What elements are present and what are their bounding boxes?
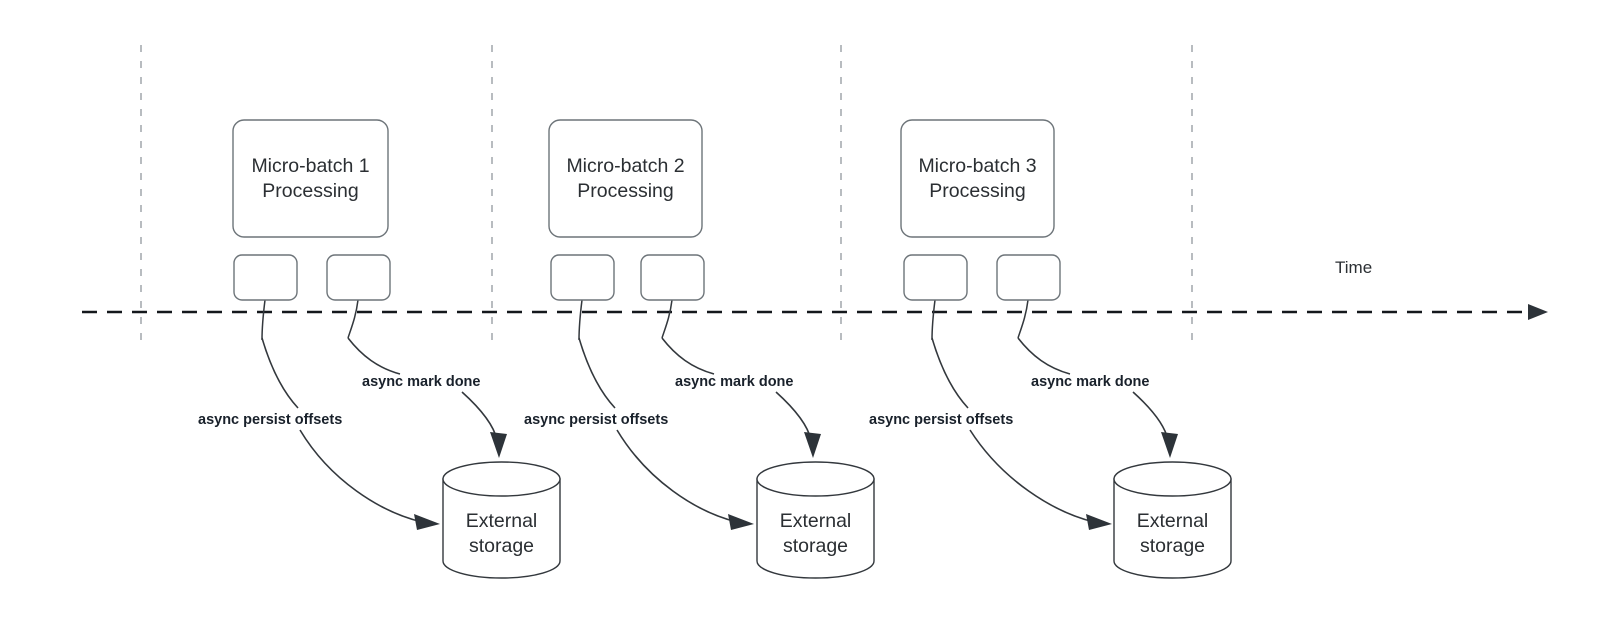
persist-offsets-label-2: async persist offsets <box>524 412 668 428</box>
tick-connector-persist-2 <box>578 299 583 341</box>
mark-done-arrowhead-1 <box>490 432 507 458</box>
persist-offsets-arrowhead-3 <box>1086 514 1112 530</box>
external-storage-label-1-line1: External <box>466 510 538 532</box>
micro-batch-box-2[interactable] <box>548 119 703 238</box>
mark-done-arrowhead-3 <box>1161 432 1178 458</box>
tick-connector-mark-2 <box>661 299 673 339</box>
external-storage-label-1-line2: storage <box>469 535 534 557</box>
tick-box-mark-2[interactable] <box>640 254 705 301</box>
persist-offsets-arrow-2b <box>616 429 738 523</box>
external-storage-cylinder-2[interactable] <box>756 461 875 579</box>
micro-batch-box-3[interactable] <box>900 119 1055 238</box>
persist-offsets-arrowhead-1 <box>414 514 440 530</box>
mark-done-arrow-1 <box>347 337 401 375</box>
guide-lines <box>140 45 1193 340</box>
persist-offsets-arrow-2 <box>578 337 616 409</box>
mark-done-label-2: async mark done <box>675 374 793 390</box>
persist-offsets-arrowhead-2 <box>728 514 754 530</box>
tick-connector-mark-3 <box>1017 299 1029 339</box>
micro-batch-group-3: Micro-batch 3 Processing External storag… <box>869 119 1232 579</box>
micro-batch-label-1-line2: Processing <box>262 180 358 202</box>
persist-offsets-arrow-1 <box>261 337 299 409</box>
time-axis: Time <box>82 258 1548 320</box>
micro-batch-label-2-line1: Micro-batch 2 <box>566 155 684 177</box>
tick-box-persist-3[interactable] <box>903 254 968 301</box>
micro-batch-label-3-line2: Processing <box>929 180 1025 202</box>
external-storage-label-3-line1: External <box>1137 510 1209 532</box>
mark-done-arrow-2 <box>661 337 715 375</box>
external-storage-label-2-line1: External <box>780 510 852 532</box>
mark-done-arrow-3 <box>1017 337 1071 375</box>
tick-box-persist-2[interactable] <box>550 254 615 301</box>
persist-offsets-arrow-3 <box>931 337 969 409</box>
micro-batch-group-1: Micro-batch 1 Processing External storag… <box>198 119 561 579</box>
persist-offsets-arrow-1b <box>299 429 423 523</box>
micro-batch-label-3-line1: Micro-batch 3 <box>918 155 1036 177</box>
external-storage-cylinder-3[interactable] <box>1113 461 1232 579</box>
tick-box-mark-1[interactable] <box>326 254 391 301</box>
tick-connector-persist-1 <box>261 299 266 341</box>
mark-done-label-1: async mark done <box>362 374 480 390</box>
micro-batch-label-1-line1: Micro-batch 1 <box>251 155 369 177</box>
tick-box-mark-3[interactable] <box>996 254 1061 301</box>
mark-done-arrowhead-2 <box>804 432 821 458</box>
micro-batch-group-2: Micro-batch 2 Processing External storag… <box>524 119 875 579</box>
micro-batch-label-2-line2: Processing <box>577 180 673 202</box>
tick-connector-persist-3 <box>931 299 936 341</box>
mark-done-label-3: async mark done <box>1031 374 1149 390</box>
persist-offsets-label-3: async persist offsets <box>869 412 1013 428</box>
persist-offsets-arrow-3b <box>969 429 1095 523</box>
micro-batch-box-1[interactable] <box>232 119 389 238</box>
external-storage-label-3-line2: storage <box>1140 535 1205 557</box>
external-storage-label-2-line2: storage <box>783 535 848 557</box>
tick-connector-mark-1 <box>347 299 359 339</box>
time-axis-label: Time <box>1335 258 1372 277</box>
external-storage-cylinder-1[interactable] <box>442 461 561 579</box>
time-axis-arrowhead <box>1528 304 1548 320</box>
persist-offsets-label-1: async persist offsets <box>198 412 342 428</box>
tick-box-persist-1[interactable] <box>233 254 298 301</box>
